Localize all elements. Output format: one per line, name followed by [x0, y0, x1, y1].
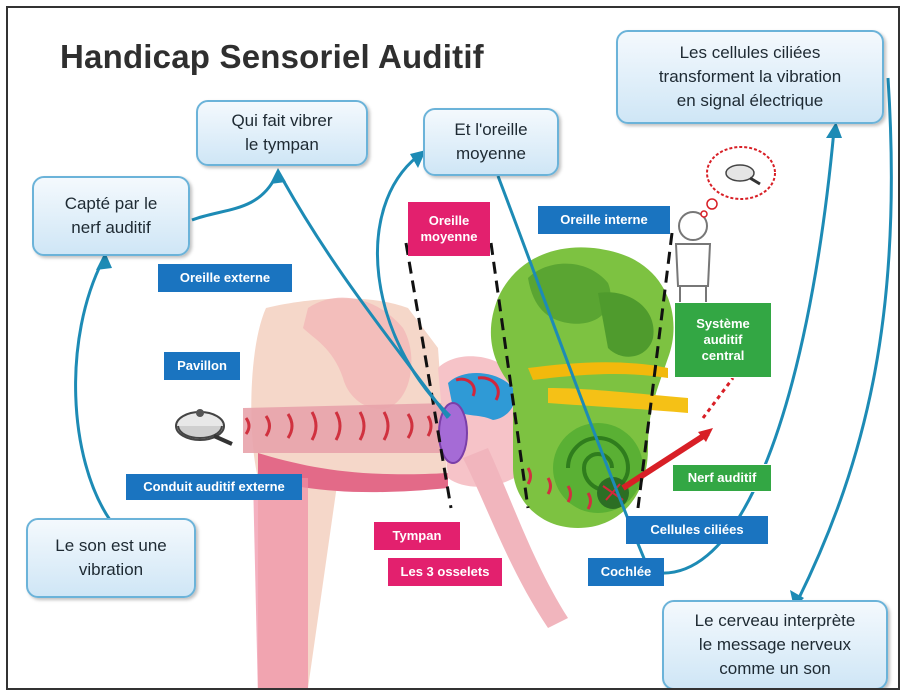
page-title: Handicap Sensoriel Auditif: [60, 38, 484, 75]
callout-middle-ear: Et l'oreille moyenne: [423, 108, 559, 176]
callout-arrowheads: [96, 122, 842, 608]
eustachian-tube-shape: [463, 448, 568, 628]
label-outer-ear: Oreille externe: [158, 264, 292, 292]
label-central-system: Système auditif central: [674, 302, 772, 378]
label-hair-cells: Cellules ciliées: [626, 516, 768, 544]
label-auditory-nerve: Nerf auditif: [672, 464, 772, 492]
arrow-cells-to-brain: [796, 77, 893, 601]
cochlea-waves: [526, 467, 592, 510]
lower-tissue-shape: [253, 478, 308, 688]
label-pinna: Pavillon: [164, 352, 240, 380]
label-ossicles: Les 3 osselets: [388, 558, 502, 586]
arrow-eardrum-to-middle: [375, 154, 452, 418]
callout-sound-vibration: Le son est une vibration: [26, 518, 196, 598]
person-icon: [674, 211, 712, 308]
diagram-frame: Handicap Sensoriel Auditif Qui fait vibr…: [6, 6, 900, 690]
sound-waves: [244, 411, 433, 441]
separator-inner-central: [636, 232, 674, 509]
auditory-nerve-shape: [548, 388, 688, 413]
callout-hair-cells: Les cellules ciliées transforment la vib…: [616, 30, 884, 124]
signal-arrow-line: [621, 430, 710, 491]
callout-brain: Le cerveau interprète le message nerveux…: [662, 600, 888, 688]
pinna-shape: [303, 297, 412, 409]
arrow-sound-to-nerve: [74, 259, 112, 521]
label-cochlea: Cochlée: [588, 558, 664, 586]
semicircular-canal-2: [598, 292, 654, 357]
ear-illustration: [74, 77, 893, 688]
signal-arrow-head: [698, 428, 713, 442]
ossicles-shape: [448, 372, 516, 420]
label-eardrum: Tympan: [374, 522, 460, 550]
label-middle-ear: Oreille moyenne: [408, 202, 490, 256]
arrow-nerve-to-tympan: [191, 175, 278, 222]
callout-nerve: Capté par le nerf auditif: [32, 176, 190, 256]
label-ear-canal: Conduit auditif externe: [126, 474, 302, 500]
separator-outer-middle: [404, 242, 453, 509]
callout-tympan: Qui fait vibrer le tympan: [196, 100, 368, 166]
label-inner-ear: Oreille interne: [538, 206, 670, 234]
thought-bubble-icon: [700, 146, 776, 218]
bell-icon: [175, 409, 233, 446]
separator-middle-inner: [489, 242, 530, 509]
ear-canal-shape: [243, 403, 453, 453]
signal-arrow-dashed: [701, 377, 735, 419]
vestibular-nerve-shape: [528, 362, 668, 380]
ossicles-detail: [455, 376, 500, 401]
